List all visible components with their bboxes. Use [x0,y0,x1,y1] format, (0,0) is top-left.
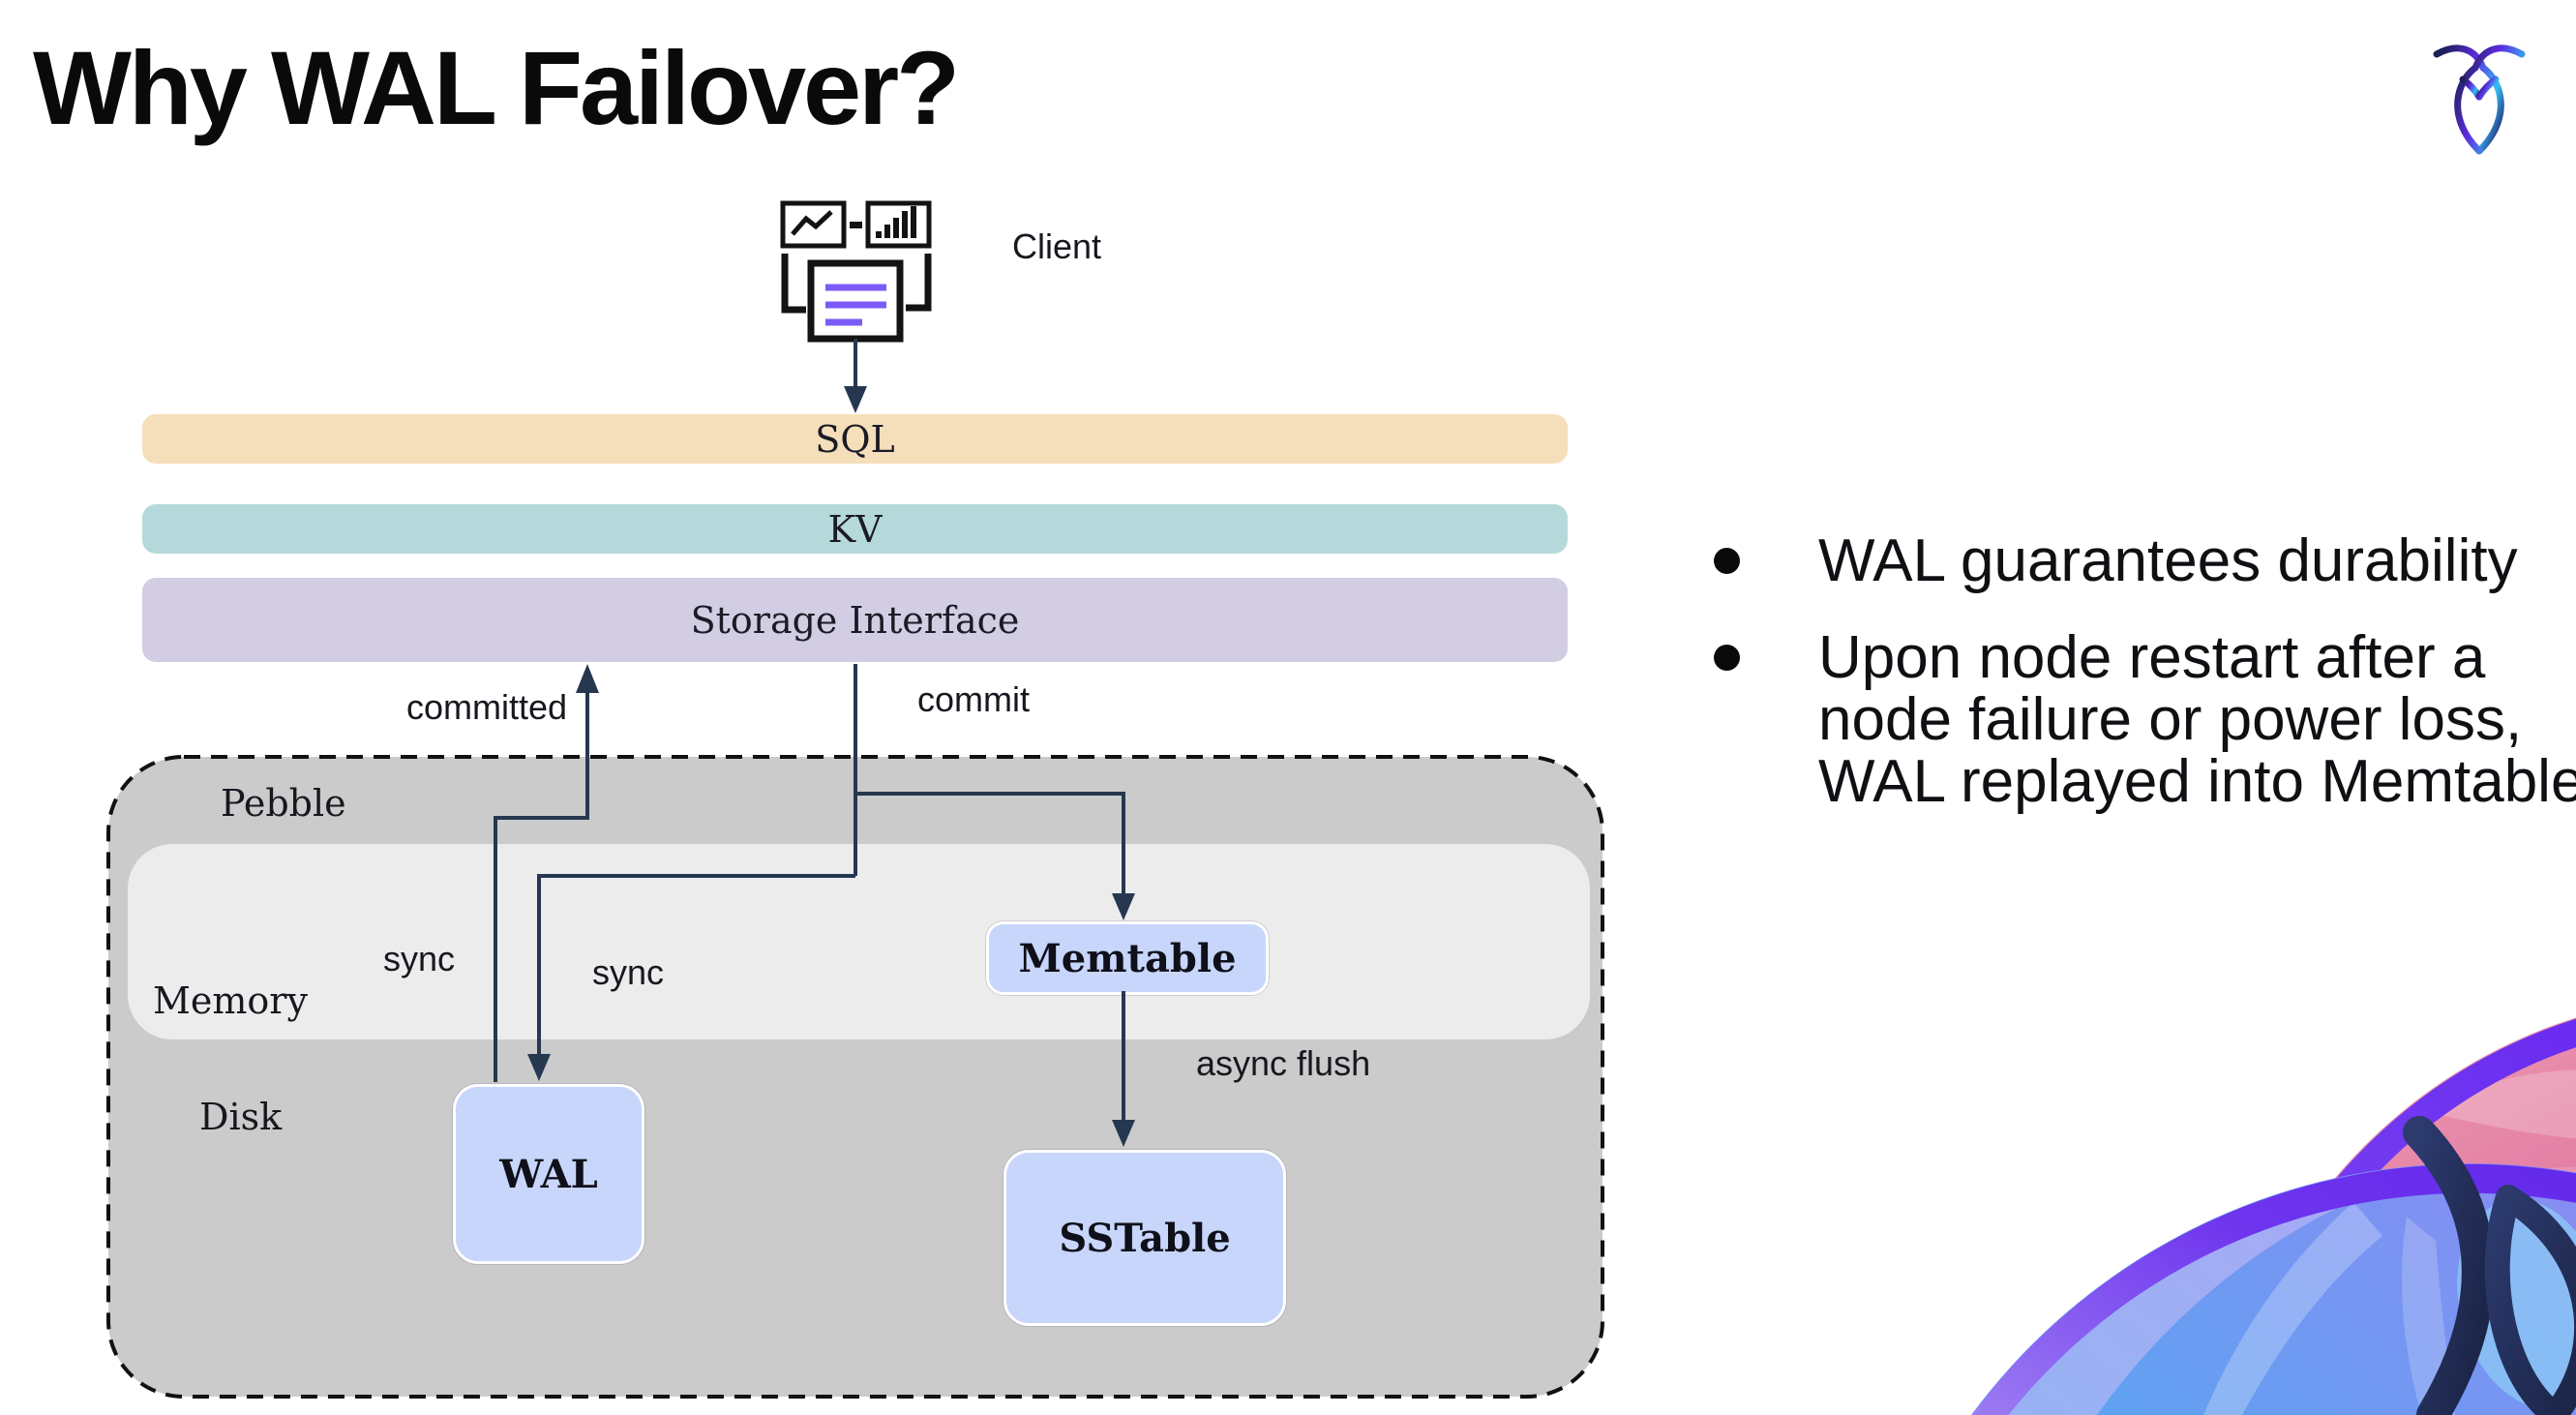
arrow-commit-to-memtable [855,792,1125,894]
page-title: Why WAL Failover? [33,29,960,146]
memory-band [128,844,1590,1039]
cockroachdb-logo-icon [2433,45,2526,155]
memory-label: Memory [153,979,308,1022]
node-wal-label: WAL [499,1151,598,1197]
bullet-list: WAL guarantees durability Upon node rest… [1700,530,2576,815]
bullet-line: node failure or power loss, [1818,686,2523,753]
arrow-committed [494,691,589,1082]
edge-label-committed: committed [406,687,568,727]
layer-kv: KV [142,504,1568,554]
layer-storage-interface-label: Storage Interface [690,598,1020,642]
node-sstable: SSTable [1003,1150,1286,1326]
disk-label: Disk [199,1096,283,1138]
bracket-right [906,254,932,312]
arrow-sync-to-wal [537,874,855,1055]
bullet-line: WAL guarantees durability [1818,527,2518,594]
pebble-label: Pebble [221,782,346,825]
node-wal: WAL [453,1084,644,1264]
edge-label-commit: commit [917,679,1030,719]
bracket-left [781,254,806,314]
bullet-dot-icon [1714,645,1740,671]
bar-chart-icon [865,200,932,249]
bullet-item: WAL guarantees durability [1700,530,2552,592]
edge-label-sync-right: sync [592,952,665,992]
node-sstable-label: SSTable [1059,1215,1231,1261]
layer-storage-interface: Storage Interface [142,578,1568,662]
edge-label-sync-left: sync [383,939,456,978]
edge-label-async-flush: async flush [1196,1043,1371,1083]
client-label: Client [1012,226,1102,266]
client-icon [780,200,932,343]
node-memtable-label: Memtable [1018,935,1237,981]
bullet-item: Upon node restart after a node failure o… [1700,624,2576,815]
layer-sql: SQL [142,414,1568,464]
layer-kv-label: KV [827,507,883,551]
node-memtable: Memtable [986,921,1269,995]
bullet-line: WAL replayed into Memtable [1818,748,2576,815]
layer-sql-label: SQL [815,417,895,461]
bullet-line: Upon node restart after a [1818,624,2486,691]
document-icon [807,259,904,343]
corner-brand-art [1971,1017,2576,1415]
bullet-dot-icon [1714,548,1740,574]
